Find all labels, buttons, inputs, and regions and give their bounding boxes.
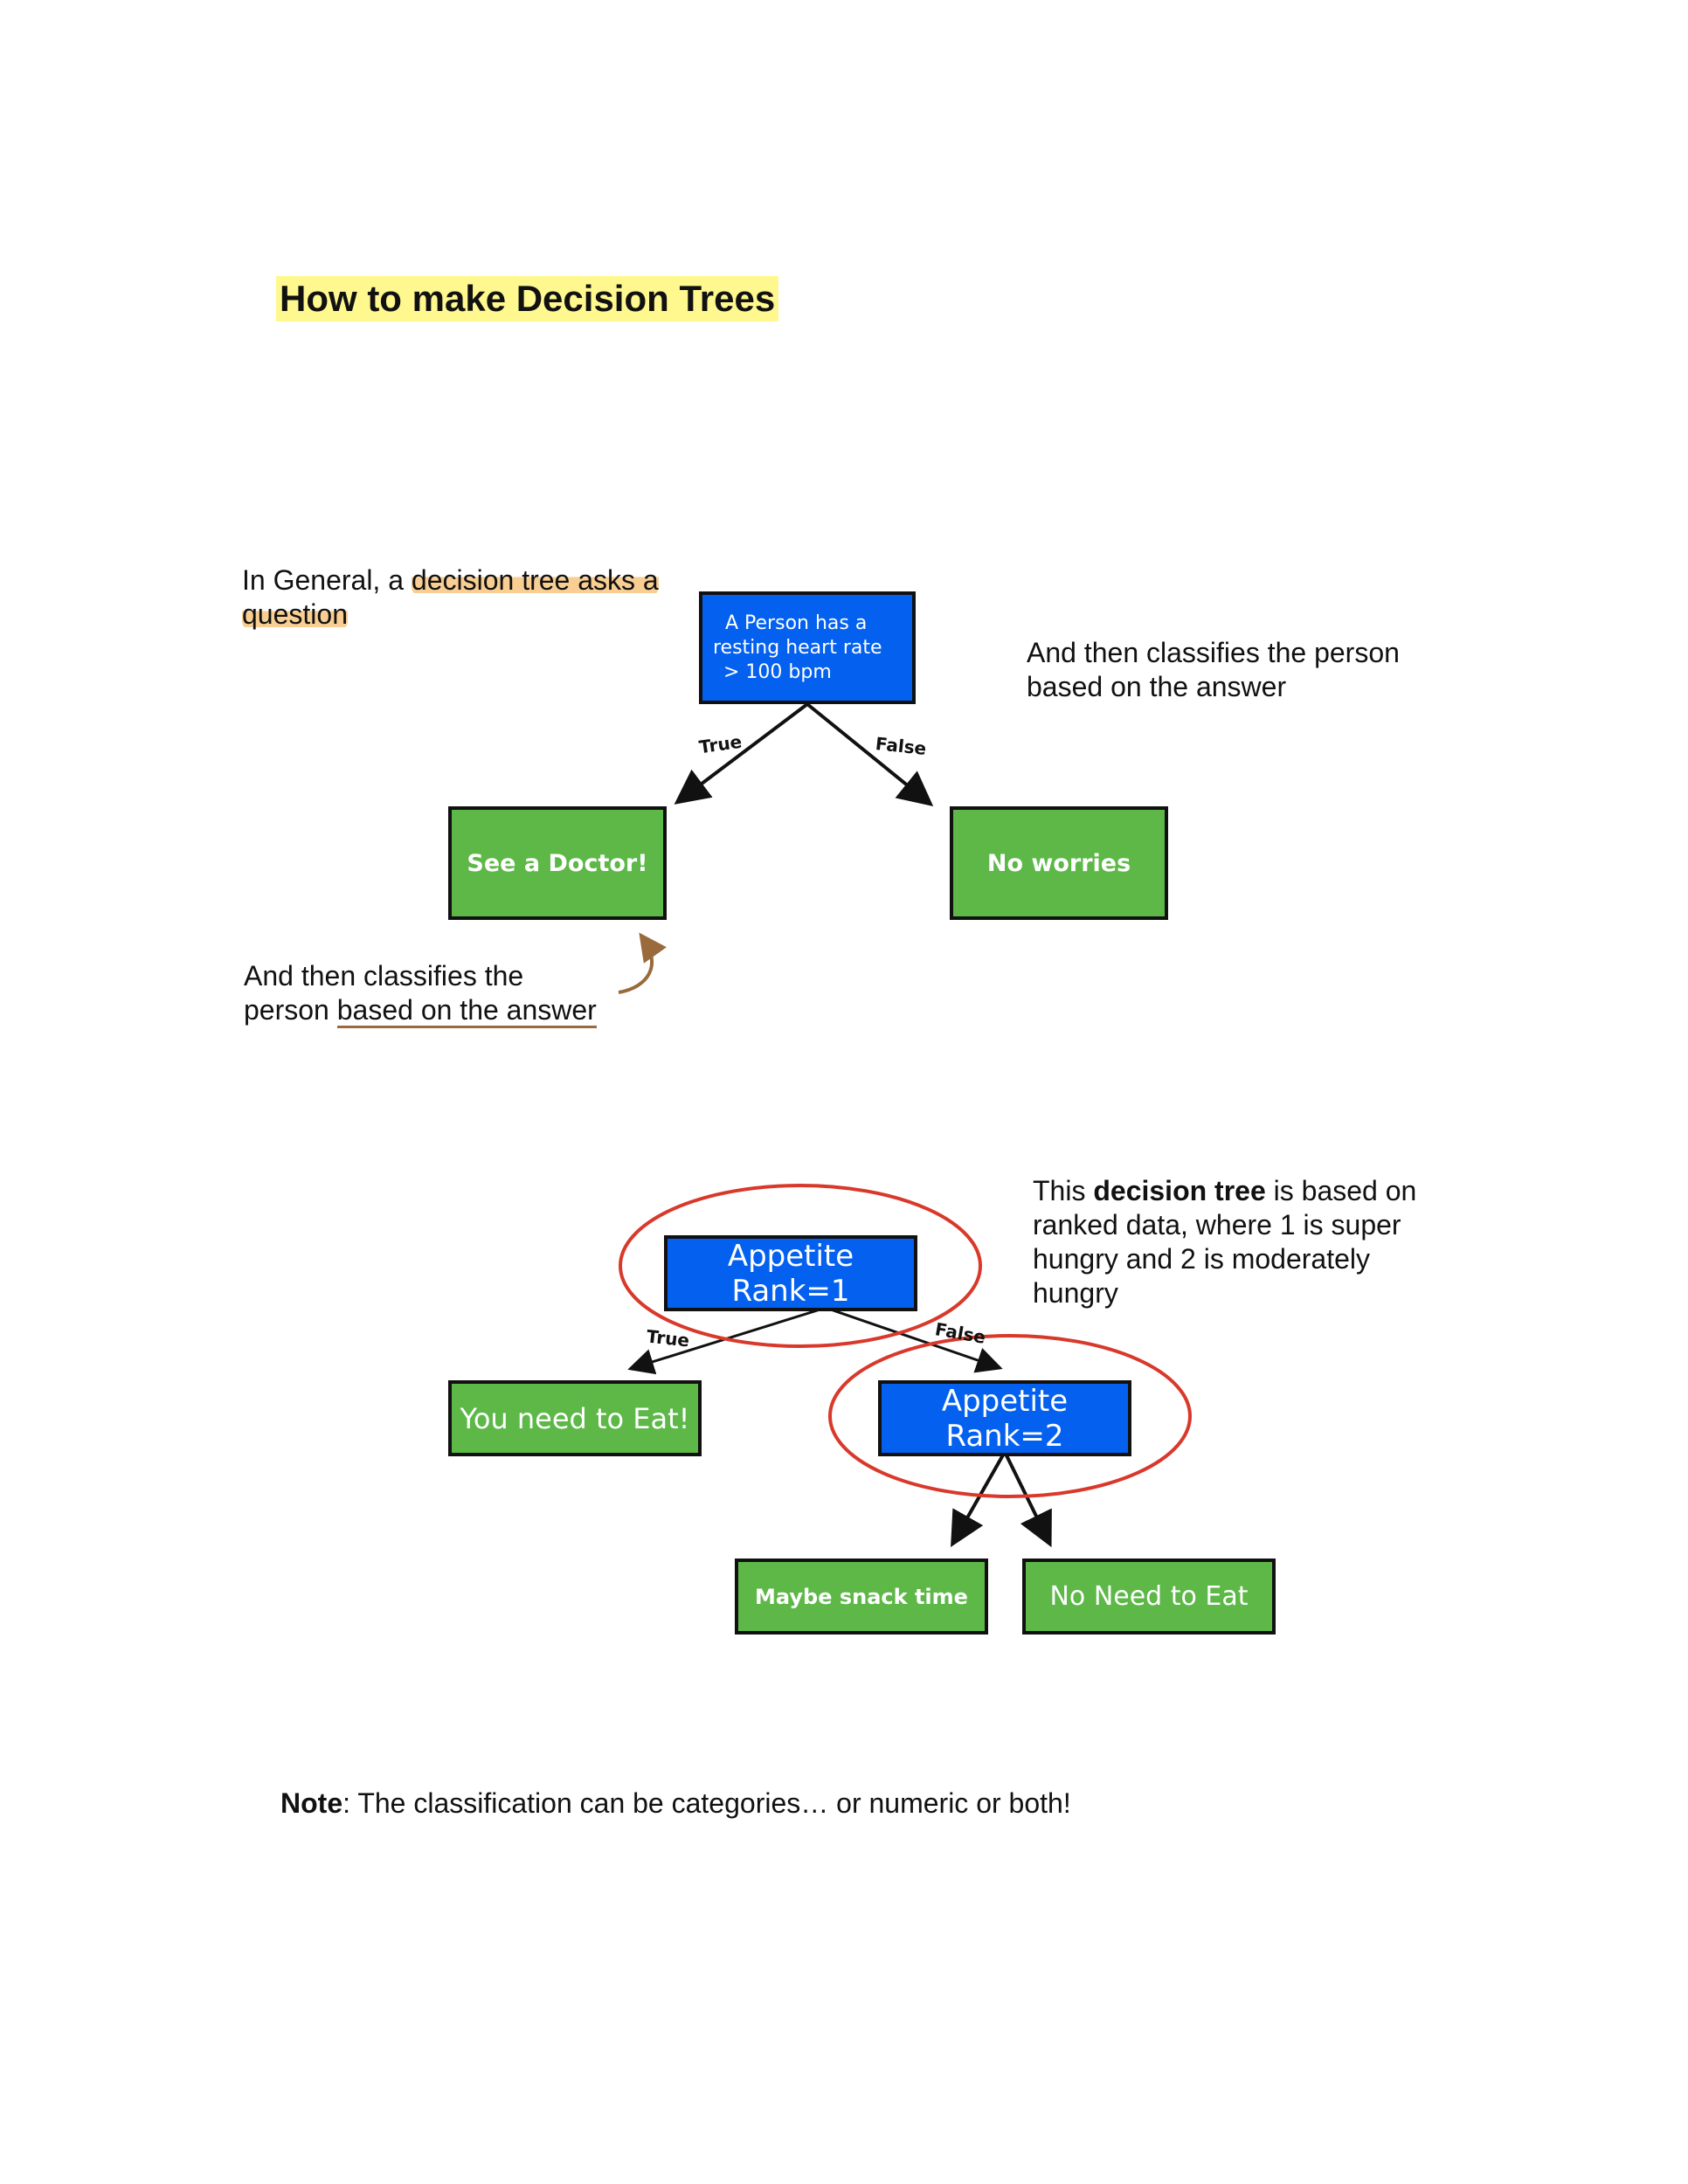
tree1-root-node: A Person has a resting heart rate > 100 … [699,591,916,704]
tree1-leaf-true: See a Doctor! [448,806,667,920]
intro-text: In General, a decision tree asks a quest… [242,563,696,632]
root-line-3: > 100 bpm [723,660,832,683]
tree1-true-edge [674,702,809,805]
tree2-description: This decision tree is based on ranked da… [1033,1174,1443,1310]
tree2-node2: Appetite Rank=2 [878,1380,1131,1456]
page-title: How to make Decision Trees [276,276,779,321]
bottom-note-prefix: person [244,994,337,1026]
intro-prefix: In General, a [242,564,412,596]
tree2-leaf-true: You need to Eat! [448,1380,702,1456]
tree1-right-note: And then classifies the person based on … [1027,637,1400,702]
tree2-true-label: True [645,1325,691,1351]
desc-post: is based on ranked data, where 1 is supe… [1033,1175,1417,1309]
annotation-arrow [618,932,667,994]
note-text: : The classification can be categories… … [342,1787,1071,1819]
tree2-root-node: Appetite Rank=1 [664,1235,917,1311]
bottom-note-line1: And then classifies the [244,960,524,992]
tree2-false-edge [825,1306,1003,1373]
tree2-leaf-snack: Maybe snack time [735,1559,988,1635]
tree1-false-edge [806,702,934,807]
bottom-note-underlined: based on the answer [336,994,597,1028]
root-line-1: A Person has a [725,612,868,634]
desc-bold: decision tree [1093,1175,1266,1206]
tree2-leaf-no-need: No Need to Eat [1022,1559,1276,1635]
circle-node2 [828,1334,1192,1498]
intro-highlight-2: question [242,598,348,630]
desc-pre: This [1033,1175,1094,1206]
circle-root [619,1184,982,1348]
tree1-bottom-note: And then classifies the person based on … [244,959,646,1028]
tree1-leaf-false: No worries [950,806,1168,920]
root-line-2: resting heart rate [713,636,882,659]
footer-note: Note: The classification can be categori… [280,1787,1071,1821]
intro-highlight-1: decision tree asks a [411,564,659,596]
note-label: Note [280,1787,343,1819]
